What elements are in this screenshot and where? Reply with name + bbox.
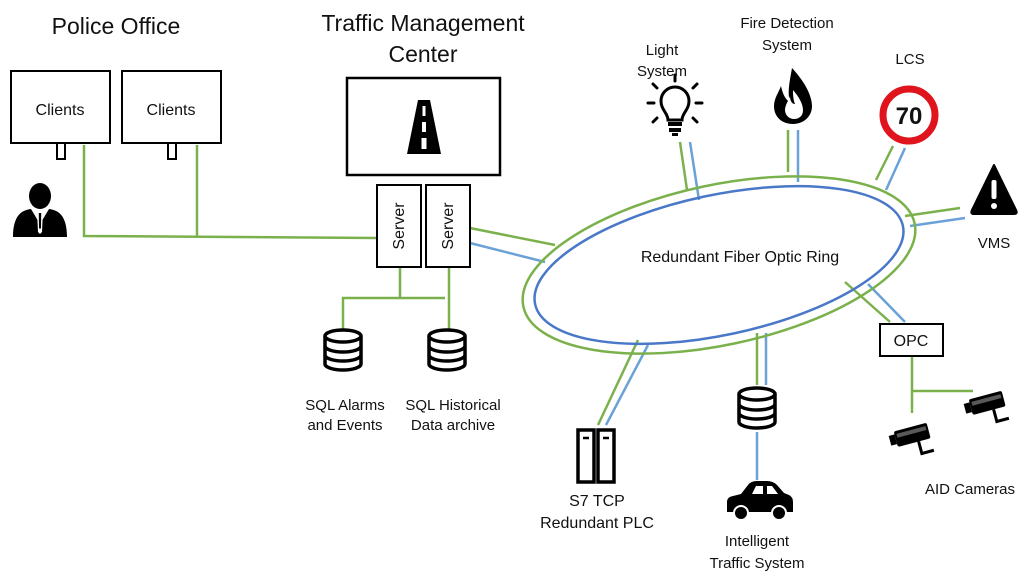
link-vms-blue [909,216,966,228]
camera-icon [963,391,1010,424]
sql-alarms-label-1: SQL Alarms [305,397,384,414]
link-lcs-green [874,145,895,181]
ring-label: Redundant Fiber Optic Ring [641,249,839,266]
client-1-label: Clients [36,102,85,119]
warning-icon [970,164,1018,215]
client-1[interactable]: Clients [10,70,111,160]
connection-lines [82,130,973,480]
tmc-monitor[interactable] [345,76,502,177]
link-server-ring-green [469,226,556,247]
plc-icon [576,428,616,484]
ring-outer [521,175,917,355]
light-system-label-2: System [637,63,687,80]
server-1-label: Server [391,202,408,250]
its-label-2: Traffic System [709,555,804,572]
tmc-title-line-2: Center [388,41,457,67]
vms-label: VMS [978,235,1011,252]
client-2-label: Clients [147,102,196,119]
sql-alarms-label-2: and Events [307,417,382,434]
client-1-stand [56,142,66,160]
camera-icon [888,423,935,456]
server-2-label: Server [440,202,457,250]
link-opc-blue [867,283,906,323]
opc-box[interactable]: OPC [879,323,944,357]
link-light-blue [688,141,701,201]
link-light-green [678,141,689,191]
plc-label-2: Redundant PLC [540,515,654,532]
opc-label: OPC [894,333,929,350]
sql-historical-label-1: SQL Historical [405,397,500,414]
link-server-ring-blue [469,241,546,264]
server-2[interactable]: Server [425,184,471,268]
its-label-1: Intelligent [725,533,790,550]
fire-system-label-1: Fire Detection [740,15,833,32]
person-icon [13,183,67,237]
database-icon [737,386,777,430]
aid-cameras-label: AID Cameras [925,481,1015,498]
road-icon [407,100,441,154]
plc-label-1: S7 TCP [569,493,625,510]
server-1[interactable]: Server [376,184,422,268]
fire-system-label-2: System [762,37,812,54]
tmc-title-line-1: Traffic Management [321,10,525,36]
fiber-ring: Redundant Fiber Optic Ring [521,175,917,355]
light-system-label-1: Light [646,42,679,59]
client-2[interactable]: Clients [121,70,222,160]
sql-historical-label-2: Data archive [411,417,495,434]
speed-limit-value: 70 [896,103,923,130]
ring-inner [533,184,905,346]
link-sql-alarms [341,296,445,333]
link-vms-green [904,206,961,218]
car-icon [727,481,793,521]
bulb-icon [646,73,704,136]
flame-icon [774,68,812,124]
police-office-title: Police Office [52,13,181,39]
client-2-stand [167,142,177,160]
link-lcs-blue [884,147,907,191]
lcs-label: LCS [895,51,924,68]
link-plc-blue [604,344,650,426]
lcs-sign[interactable]: 70 [879,85,939,145]
database-icon [323,328,363,372]
link-police-bus [82,145,378,240]
database-icon [427,328,467,372]
